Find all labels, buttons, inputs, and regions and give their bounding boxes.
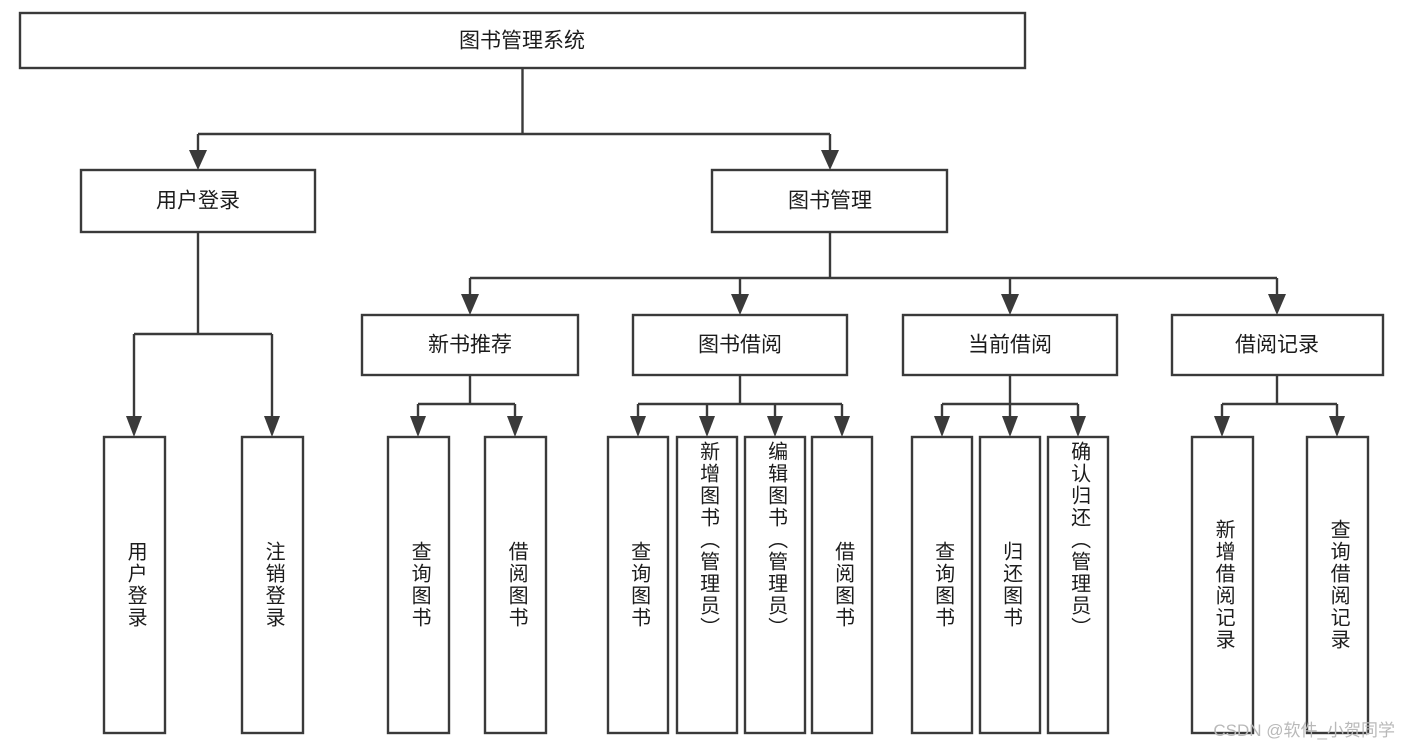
node-leaf-return-book-box[interactable]	[978, 435, 1042, 735]
node-leaf-add-record-label: 新增借阅记录	[1212, 519, 1235, 651]
arrow-to-borrow-record	[1268, 294, 1286, 315]
node-leaf-user-logout-label: 注销登录	[262, 541, 285, 629]
arrow-to-leaf-query-record	[1329, 416, 1345, 437]
arrow-to-book-manage	[821, 150, 839, 170]
node-leaf-user-login-label: 用户登录	[124, 541, 147, 629]
node-book-borrow[interactable]: 图书借阅	[631, 313, 849, 377]
node-user-login-label: 用户登录	[156, 190, 240, 213]
csdn-watermark: CSDN @软件_小贺同学	[1213, 721, 1395, 740]
node-new-book-rec-box[interactable]	[360, 313, 580, 377]
node-leaf-confirm-return-label: 确认归还（管理员）	[1067, 441, 1090, 639]
node-user-login-box[interactable]	[79, 168, 317, 234]
node-book-borrow-box[interactable]	[631, 313, 849, 377]
node-book-manage-box[interactable]	[710, 168, 949, 234]
node-leaf-user-login-box[interactable]	[102, 435, 167, 735]
node-leaf-query-book-3-label: 查询图书	[931, 541, 954, 629]
arrow-to-leaf-return-book	[1002, 416, 1018, 437]
node-leaf-query-book-1-label: 查询图书	[408, 541, 431, 629]
arrow-to-leaf-edit-book	[767, 416, 783, 437]
arrow-to-leaf-query-book-2	[630, 416, 646, 437]
node-borrow-record-label: 借阅记录	[1235, 334, 1319, 357]
node-leaf-query-book-2[interactable]: 查询图书	[608, 437, 668, 733]
arrow-to-leaf-confirm-return	[1070, 416, 1086, 437]
node-leaf-add-record[interactable]: 新增借阅记录	[1192, 437, 1253, 733]
arrow-to-new-book-rec	[461, 294, 479, 315]
arrow-to-leaf-query-book-3	[934, 416, 950, 437]
node-root-label: 图书管理系统	[459, 30, 585, 53]
node-leaf-borrow-book-2[interactable]: 借阅图书	[812, 437, 872, 733]
arrow-to-leaf-add-record	[1214, 416, 1230, 437]
node-leaf-add-book-label: 新增图书（管理员）	[696, 441, 719, 639]
node-leaf-query-record-label: 查询借阅记录	[1327, 519, 1350, 651]
node-new-book-rec[interactable]: 新书推荐	[360, 313, 580, 377]
node-borrow-record[interactable]: 借阅记录	[1170, 313, 1385, 377]
node-leaf-user-logout[interactable]: 注销登录	[242, 437, 303, 733]
node-leaf-edit-book[interactable]: 编辑图书（管理员）	[745, 441, 805, 733]
node-leaf-query-book-3-box[interactable]	[910, 435, 974, 735]
arrow-to-leaf-user-login	[126, 416, 142, 437]
arrow-to-current-borrow	[1001, 294, 1019, 315]
node-current-borrow-box[interactable]	[901, 313, 1119, 377]
node-leaf-borrow-book-2-box[interactable]	[810, 435, 874, 735]
node-leaf-borrow-book-1-label: 借阅图书	[505, 541, 528, 629]
node-current-borrow[interactable]: 当前借阅	[901, 313, 1119, 377]
node-leaf-edit-book-box[interactable]	[743, 435, 807, 735]
node-leaf-query-book-1[interactable]: 查询图书	[388, 437, 449, 733]
node-leaf-borrow-book-1[interactable]: 借阅图书	[485, 437, 546, 733]
node-current-borrow-label: 当前借阅	[968, 334, 1052, 357]
node-borrow-record-box[interactable]	[1170, 313, 1385, 377]
node-leaf-edit-book-label: 编辑图书（管理员）	[764, 441, 787, 639]
node-leaf-query-book-2-label: 查询图书	[627, 541, 650, 629]
arrow-to-leaf-borrow-book-1	[507, 416, 523, 437]
node-leaf-query-record[interactable]: 查询借阅记录	[1307, 437, 1368, 733]
node-leaf-add-book[interactable]: 新增图书（管理员）	[677, 441, 737, 733]
arrow-to-leaf-add-book	[699, 416, 715, 437]
node-leaf-query-book-2-box[interactable]	[606, 435, 670, 735]
node-root-box[interactable]	[18, 11, 1027, 70]
node-book-manage[interactable]: 图书管理	[710, 168, 949, 234]
node-leaf-user-logout-box[interactable]	[240, 435, 305, 735]
node-leaf-add-book-box[interactable]	[675, 435, 739, 735]
node-book-borrow-label: 图书借阅	[698, 334, 782, 357]
arrow-to-leaf-borrow-book-2	[834, 416, 850, 437]
node-leaf-confirm-return-box[interactable]	[1046, 435, 1110, 735]
connector-group	[126, 68, 1345, 437]
arrow-to-user-login	[189, 150, 207, 170]
node-leaf-confirm-return[interactable]: 确认归还（管理员）	[1048, 441, 1108, 733]
node-leaf-return-book[interactable]: 归还图书	[980, 437, 1040, 733]
node-book-manage-label: 图书管理	[788, 190, 872, 213]
arrow-to-leaf-query-book-1	[410, 416, 426, 437]
node-leaf-query-record-box[interactable]	[1305, 435, 1370, 735]
node-leaf-query-book-3[interactable]: 查询图书	[912, 437, 972, 733]
node-new-book-rec-label: 新书推荐	[428, 334, 512, 357]
node-leaf-borrow-book-2-label: 借阅图书	[831, 541, 854, 629]
node-leaf-user-login[interactable]: 用户登录	[104, 437, 165, 733]
node-root[interactable]: 图书管理系统	[18, 11, 1027, 70]
arrow-to-book-borrow	[731, 294, 749, 315]
leaf-box-group	[102, 435, 1370, 735]
node-leaf-query-book-1-box[interactable]	[386, 435, 451, 735]
node-user-login[interactable]: 用户登录	[79, 168, 317, 234]
node-leaf-borrow-book-1-box[interactable]	[483, 435, 548, 735]
arrow-to-leaf-user-logout	[264, 416, 280, 437]
node-leaf-return-book-label: 归还图书	[999, 541, 1022, 629]
node-leaf-add-record-box[interactable]	[1190, 435, 1255, 735]
